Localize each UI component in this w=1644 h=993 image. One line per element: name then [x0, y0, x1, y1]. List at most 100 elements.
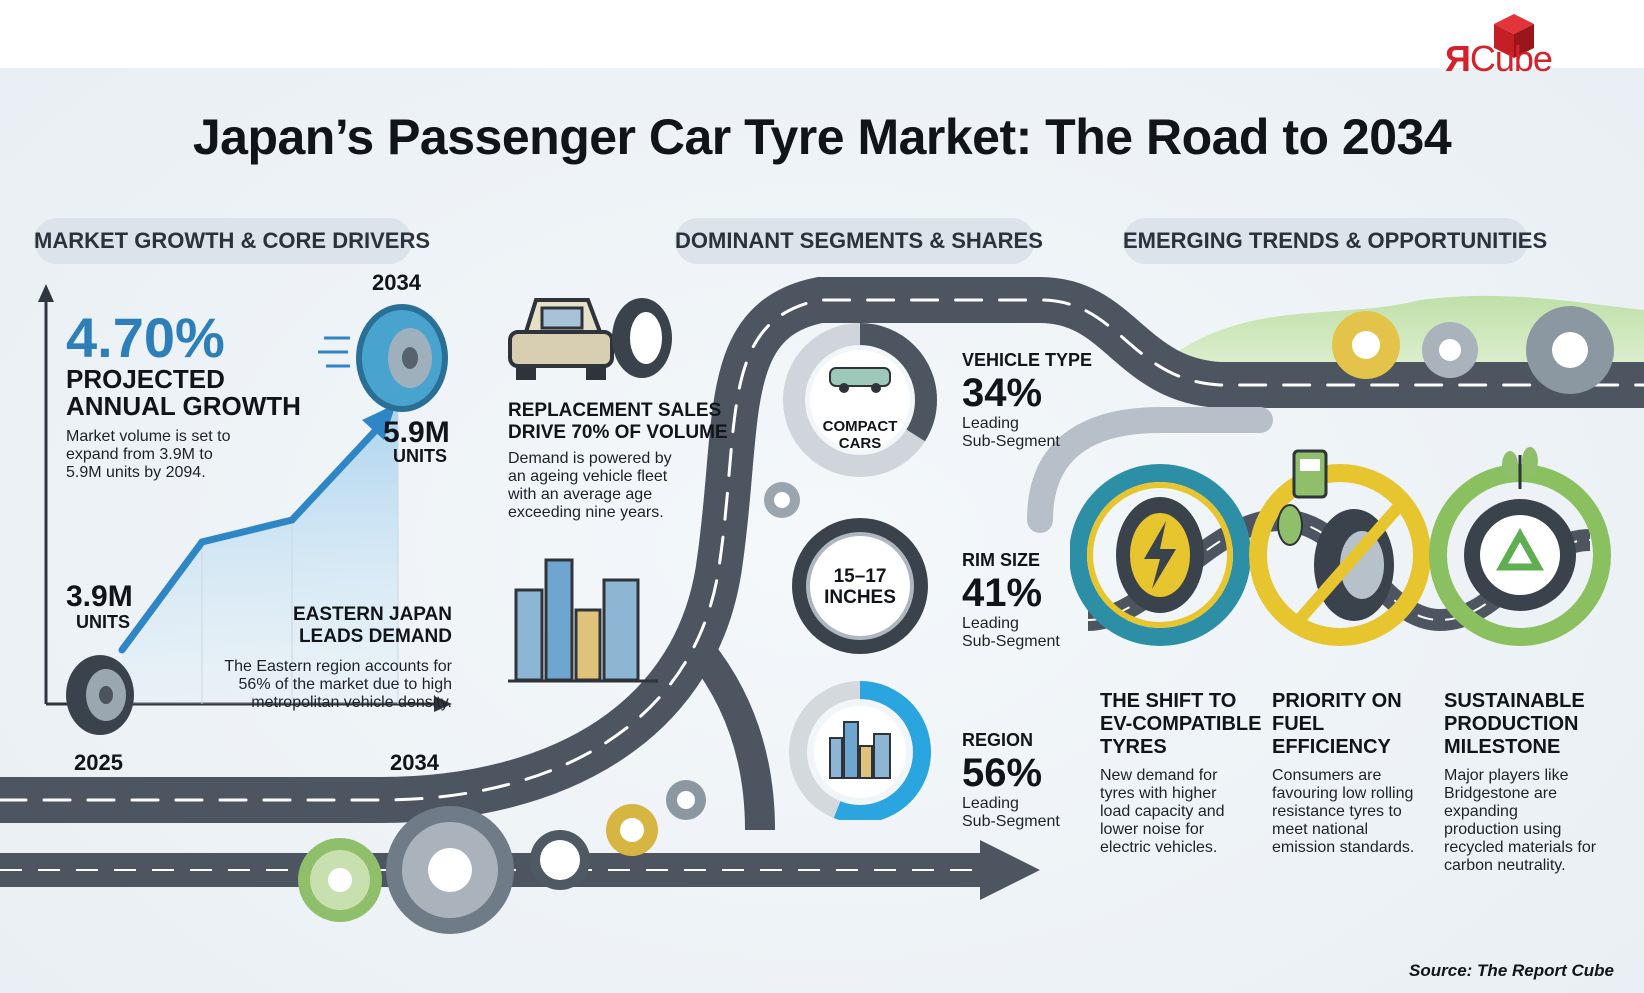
segment-ring-vehicle	[783, 323, 937, 477]
compact-car-icon	[829, 367, 891, 393]
end-value: 5.9M	[383, 416, 450, 449]
start-unit: UNITS	[76, 612, 130, 632]
segment-value: 34%	[962, 371, 1043, 415]
section-pill-growth: MARKET GROWTH & CORE DRIVERS	[34, 218, 430, 264]
trend-desc-line: load capacity and	[1100, 803, 1225, 820]
replacement-desc: Demand is powered by an ageing vehicle f…	[508, 450, 672, 522]
fuel-pump-icon	[1292, 449, 1328, 499]
trend-desc-line: lower noise for	[1100, 821, 1205, 838]
plant-icon	[1502, 447, 1538, 489]
segment-inner-line: COMPACT	[822, 418, 898, 435]
lightning-bolt-icon	[1144, 521, 1176, 589]
growth-desc-line: 5.9M units by 2094.	[66, 464, 206, 481]
growth-chart	[38, 284, 452, 712]
eastern-title: EASTERN JAPAN LEADS DEMAND	[232, 604, 452, 648]
growth-desc-line: expand from 3.9M to	[66, 446, 213, 463]
segment-category: RIM SIZE	[962, 550, 1041, 570]
segment-leader-line: Sub-Segment	[962, 813, 1060, 830]
cube-logo-icon	[1494, 14, 1534, 58]
replacement-desc-line: exceeding nine years.	[508, 504, 664, 521]
trend-fuel-text: PRIORITY ON FUEL EFFICIENCY Consumers ar…	[1272, 690, 1414, 857]
segment-inner-line: CARS	[838, 435, 882, 452]
growth-rate: 4.70%	[66, 306, 225, 369]
leaf-icon	[1277, 504, 1303, 546]
gear-icon	[1526, 306, 1614, 394]
section-pill-trends: EMERGING TRENDS & OPPORTUNITIES	[1123, 218, 1547, 264]
segment-inner-label: COMPACT CARS	[812, 418, 908, 452]
gear-icon	[530, 830, 590, 890]
trend-desc-line: emission standards.	[1272, 839, 1415, 856]
eastern-title-2: LEADS DEMAND	[298, 626, 452, 647]
growth-rate-label-2: ANNUAL GROWTH	[66, 391, 301, 421]
segment-leader-line: Leading	[962, 615, 1019, 632]
segment-leader-line: Sub-Segment	[962, 633, 1060, 650]
growth-rate-label-1: PROJECTED	[66, 364, 225, 394]
trend-desc-line: Consumers are	[1272, 767, 1382, 784]
trend-desc-line: carbon neutrality.	[1444, 857, 1566, 874]
trend-title-line: SUSTAINABLE	[1444, 690, 1585, 712]
trend-title-line: PRIORITY ON	[1272, 690, 1402, 712]
replacement-desc-line: Demand is powered by	[508, 450, 672, 467]
segment-category: REGION	[962, 730, 1034, 750]
segment-vehicle-type: VEHICLE TYPE 34% Leading Sub-Segment	[962, 350, 1092, 451]
trend-desc-line: resistance tyres to	[1272, 803, 1402, 820]
start-value: 3.9M	[66, 580, 133, 613]
gear-icon	[666, 780, 706, 820]
segment-ring-region	[789, 681, 931, 820]
city-buildings-icon	[508, 558, 658, 683]
segment-region: REGION 56% Leading Sub-Segment	[962, 730, 1060, 831]
segment-rings	[783, 323, 937, 820]
y-axis-arrow	[38, 284, 54, 302]
trend-desc-line: expanding	[1444, 803, 1518, 820]
start-year: 2025	[74, 750, 123, 775]
trend-title-line: THE SHIFT TO	[1100, 690, 1237, 712]
segment-value: 41%	[962, 571, 1043, 615]
tyre-icon	[318, 304, 448, 412]
trend-title-line: TYRES	[1100, 736, 1167, 758]
ring-progress	[783, 323, 937, 477]
brand-logo-text: Cube	[1469, 38, 1553, 79]
segment-inner-label: 15–17 INCHES	[812, 566, 908, 608]
segment-inner-line: 15–17	[833, 566, 887, 587]
growth-line	[118, 426, 380, 654]
top-band	[0, 0, 1644, 68]
gear-icon	[1332, 311, 1400, 379]
trend-title-line: PRODUCTION	[1444, 713, 1579, 735]
growth-rate-label: PROJECTED ANNUAL GROWTH	[66, 366, 301, 420]
trend-desc-line: Major players like	[1444, 767, 1569, 784]
trend-ev-text: THE SHIFT TO EV-COMPATIBLE TYRES New dem…	[1100, 690, 1261, 857]
source-note: Source: The Report Cube	[1409, 961, 1614, 980]
page-title: Japan’s Passenger Car Tyre Market: The R…	[192, 109, 1452, 165]
replacement-title-2: DRIVE 70% OF VOLUME	[508, 422, 728, 443]
gear-icon	[298, 838, 382, 922]
speed-lines	[318, 336, 350, 368]
segment-rim-size: RIM SIZE 41% Leading Sub-Segment	[962, 550, 1060, 651]
trend-fuel	[1249, 449, 1431, 646]
trend-desc-line: Bridgestone are	[1444, 785, 1557, 802]
replacement-title: REPLACEMENT SALES DRIVE 70% OF VOLUME	[508, 400, 728, 444]
growth-arrow	[362, 404, 396, 440]
trend-title-line: FUEL	[1272, 713, 1325, 735]
trend-title-line: MILESTONE	[1444, 736, 1561, 758]
x-axis-arrow	[434, 696, 452, 712]
end-year: 2034	[390, 750, 439, 775]
trend-desc-line: electric vehicles.	[1100, 839, 1218, 856]
section-pill-segments: DOMINANT SEGMENTS & SHARES	[675, 218, 1043, 264]
ring-progress	[789, 681, 931, 820]
gear-icon	[1422, 322, 1478, 378]
end-unit: UNITS	[393, 446, 447, 466]
eastern-desc-line: The Eastern region accounts for	[224, 658, 452, 675]
trend-sustainable	[1429, 447, 1611, 646]
growth-desc: Market volume is set to expand from 3.9M…	[66, 428, 231, 482]
car-with-tyre-icon	[508, 298, 672, 380]
end-year-top: 2034	[372, 270, 421, 295]
trend-icons	[1070, 447, 1611, 646]
trend-sustainable-text: SUSTAINABLE PRODUCTION MILESTONE Major p…	[1444, 690, 1596, 875]
replacement-desc-line: with an average age	[508, 486, 653, 503]
trend-title-line: EFFICIENCY	[1272, 736, 1391, 758]
trend-desc-line: production using	[1444, 821, 1562, 838]
tyre-icon	[66, 655, 134, 735]
replacement-desc-line: an ageing vehicle fleet	[508, 468, 668, 485]
trend-desc-line: tyres with higher	[1100, 785, 1217, 802]
